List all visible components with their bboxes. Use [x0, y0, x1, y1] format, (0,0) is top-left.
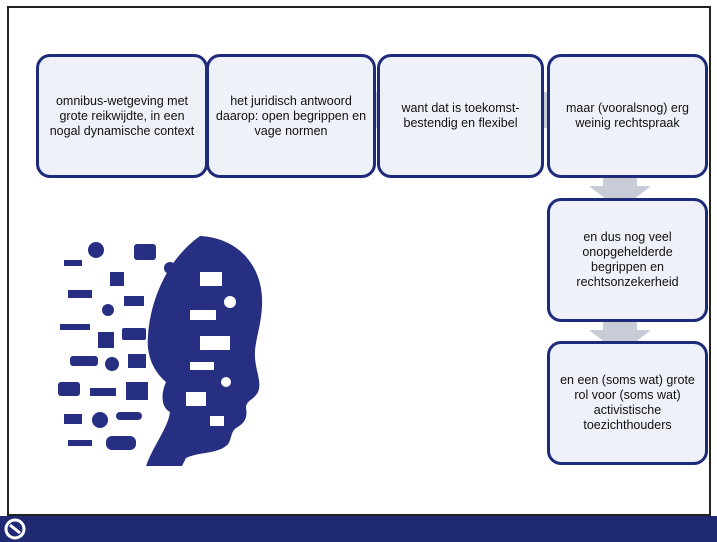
flow-step-4-text: maar (vooralsnog) erg weinig rechtspraak — [566, 101, 689, 130]
footer-bar — [0, 516, 717, 542]
flow-step-4: maar (vooralsnog) erg weinig rechtspraak — [547, 54, 708, 178]
flow-step-1: omnibus-wetgeving met grote reikwijdte, … — [36, 54, 208, 178]
logo-icon — [4, 518, 26, 540]
arrow-down-icon — [589, 312, 651, 354]
flow-step-5-text: en dus nog veel onopgehelderde begrippen… — [576, 230, 679, 289]
flow-step-3-text: want dat is toekomst-bestendig en flexib… — [401, 101, 520, 130]
flow-step-2: het juridisch antwoord daarop: open begr… — [206, 54, 376, 178]
flow-step-5: en dus nog veel onopgehelderde begrippen… — [547, 198, 708, 322]
illustration — [50, 232, 274, 466]
head-silhouette-with-objects-icon — [58, 236, 263, 466]
flow-step-3: want dat is toekomst-bestendig en flexib… — [377, 54, 544, 178]
arrow-down-icon — [589, 168, 651, 210]
flow-step-2-text: het juridisch antwoord daarop: open begr… — [215, 93, 367, 138]
flow-step-6: en een (soms wat) grote rol voor (soms w… — [547, 341, 708, 465]
flow-step-6-text: en een (soms wat) grote rol voor (soms w… — [560, 373, 695, 432]
flow-step-1-text: omnibus-wetgeving met grote reikwijdte, … — [49, 93, 195, 138]
